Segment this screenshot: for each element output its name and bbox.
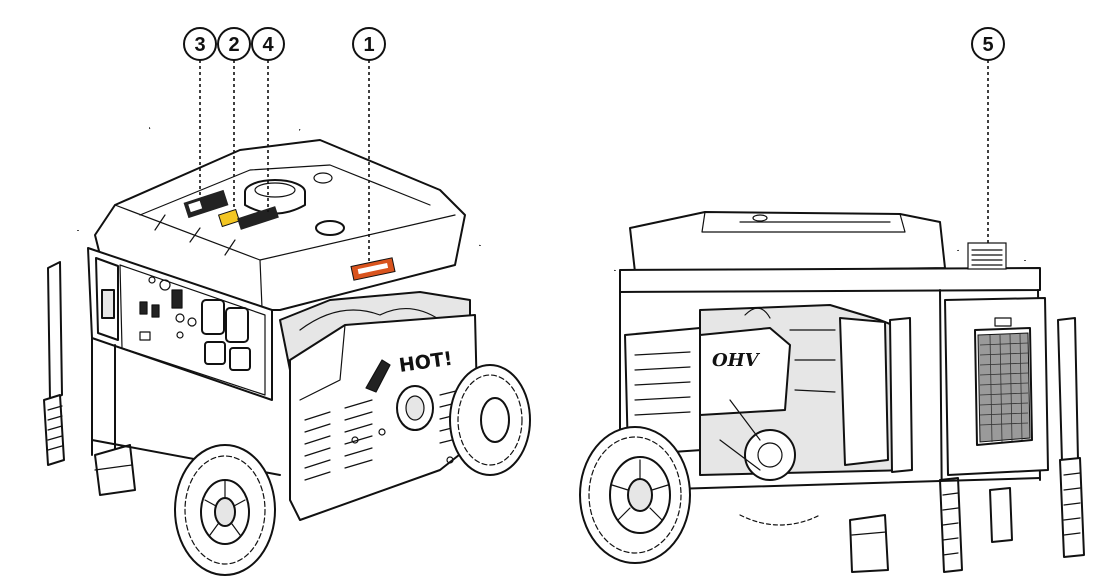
callout-1: 1	[352, 27, 386, 262]
generator-rear-view: OHV	[579, 209, 1085, 573]
wheel-rear	[449, 364, 531, 476]
wheel-left	[579, 426, 691, 564]
wheel-front	[174, 444, 276, 576]
callout-4-label: 4	[262, 34, 274, 56]
callout-1-label: 1	[363, 34, 374, 56]
callout-3: 3	[183, 27, 217, 198]
callout-2: 2	[217, 27, 251, 210]
callout-5-label: 5	[982, 34, 993, 56]
callout-3-label: 3	[194, 34, 205, 56]
callout-5: 5	[971, 27, 1005, 245]
callout-2-label: 2	[228, 34, 239, 56]
ohv-engine-text: OHV	[712, 350, 761, 371]
generator-front-view: HOT!	[43, 106, 531, 576]
callout-4: 4	[251, 27, 285, 212]
